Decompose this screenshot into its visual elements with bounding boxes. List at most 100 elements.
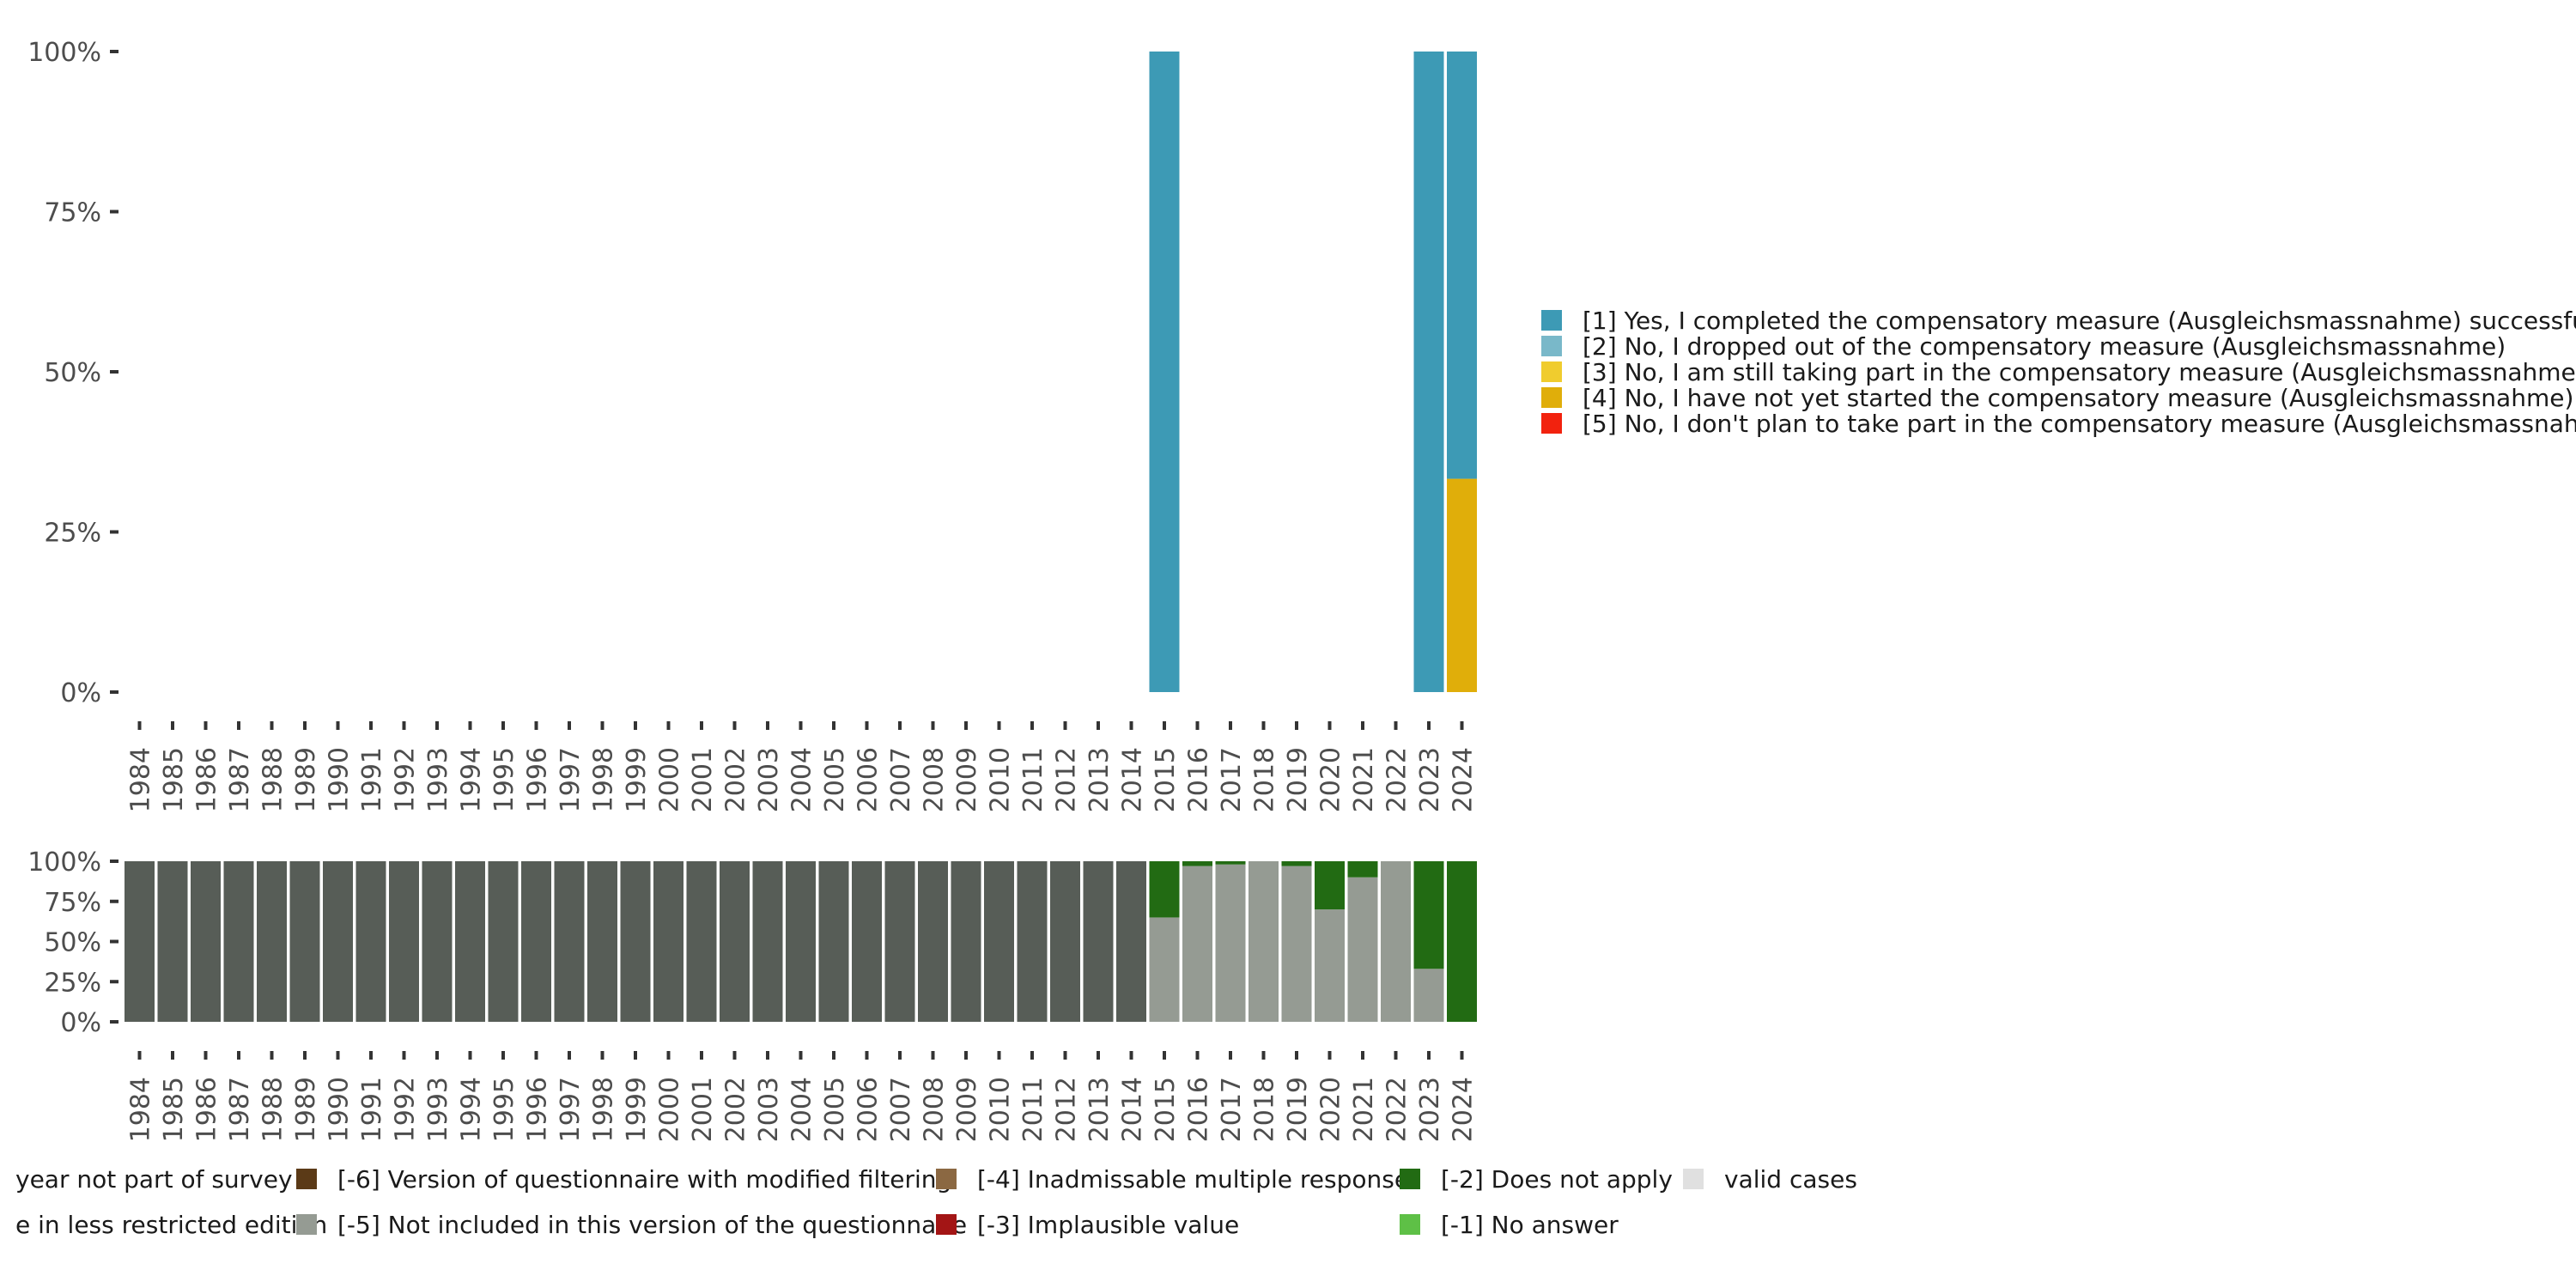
bar-segment: [686, 861, 717, 1022]
bar-segment: [918, 861, 948, 1022]
legend-label: [-1] No answer: [1441, 1211, 1619, 1239]
legend-label: e in less restricted edition: [15, 1211, 327, 1239]
x-tick-label: 2012: [1052, 747, 1082, 812]
legend-label: [3] No, I am still taking part in the co…: [1583, 358, 2576, 386]
bar-segment: [951, 861, 981, 1022]
x-tick-label: 2020: [1316, 747, 1346, 812]
bar-segment: [1447, 478, 1477, 692]
bar-segment: [620, 861, 651, 1022]
x-tick-label: 1984: [126, 747, 156, 812]
x-tick-label: 2011: [1018, 747, 1048, 812]
y-tick-label: 25%: [44, 968, 101, 998]
x-tick-label: 1988: [258, 1077, 289, 1142]
x-tick-label: 2019: [1283, 1077, 1313, 1142]
bar-segment: [1281, 866, 1312, 1022]
x-tick-label: 2009: [952, 747, 982, 812]
x-tick-label: 2012: [1052, 1077, 1082, 1142]
bar-segment: [1215, 861, 1246, 865]
x-tick-label: 2024: [1449, 1077, 1479, 1142]
legend-swatch: [1400, 1169, 1420, 1189]
bar-segment: [1050, 861, 1080, 1022]
bar-segment: [1149, 917, 1180, 1022]
x-tick-label: 2017: [1217, 747, 1247, 812]
x-tick-label: 1985: [159, 747, 189, 812]
x-tick-label: 1993: [423, 1077, 453, 1142]
x-tick-label: 2003: [754, 747, 784, 812]
x-tick-label: 2000: [655, 1077, 685, 1142]
x-tick-label: 1985: [159, 1077, 189, 1142]
x-tick-label: 2001: [688, 1077, 718, 1142]
bar-segment: [389, 861, 419, 1022]
x-tick-label: 2011: [1018, 1077, 1048, 1142]
y-tick-label: 25%: [44, 519, 101, 549]
x-tick-label: 2021: [1349, 1077, 1379, 1142]
bar-segment: [1413, 861, 1444, 969]
x-tick-label: 1987: [225, 1077, 255, 1142]
x-tick-label: 1998: [589, 1077, 619, 1142]
bar-segment: [191, 861, 221, 1022]
bar-segment: [323, 861, 353, 1022]
x-tick-label: 1992: [391, 747, 421, 812]
x-tick-label: 1997: [556, 1077, 586, 1142]
legend-swatch: [296, 1169, 317, 1189]
bar-segment: [1413, 52, 1444, 692]
x-tick-label: 2006: [854, 747, 884, 812]
x-tick-label: 2023: [1415, 747, 1445, 812]
x-tick-label: 1999: [622, 747, 652, 812]
x-tick-label: 2016: [1184, 747, 1214, 812]
bar-segment: [1017, 861, 1048, 1022]
y-tick-label: 75%: [44, 198, 101, 228]
x-tick-label: 1996: [523, 747, 553, 812]
bar-segment: [1249, 861, 1279, 1022]
x-tick-label: 1999: [622, 1077, 652, 1142]
x-tick-label: 2005: [820, 747, 850, 812]
bar-segment: [852, 861, 882, 1022]
x-tick-label: 2013: [1084, 1077, 1115, 1142]
legend-swatch: [1400, 1214, 1420, 1235]
valid-responses-legend: [1] Yes, I completed the compensatory me…: [1541, 307, 2576, 438]
x-tick-label: 2000: [655, 747, 685, 812]
bar-segment: [1149, 52, 1180, 692]
legend-label: [-3] Implausible value: [977, 1211, 1239, 1239]
legend-swatch: [1541, 387, 1562, 408]
bar-segment: [554, 861, 585, 1022]
bar-segment: [455, 861, 485, 1022]
bar-segment: [422, 861, 453, 1022]
x-tick-label: 1989: [291, 747, 321, 812]
x-tick-label: 1991: [357, 1077, 387, 1142]
bar-segment: [355, 861, 386, 1022]
y-tick-label: 100%: [27, 38, 101, 68]
x-tick-label: 2015: [1151, 747, 1181, 812]
bar-segment: [984, 861, 1014, 1022]
bar-segment: [1116, 861, 1146, 1022]
bar-segment: [223, 861, 254, 1022]
x-tick-label: 2008: [920, 747, 950, 812]
bar-segment: [1381, 861, 1411, 1022]
x-tick-label: 1989: [291, 1077, 321, 1142]
x-tick-label: 2010: [986, 747, 1016, 812]
bar-segment: [1347, 861, 1378, 878]
legend-label: [5] No, I don't plan to take part in the…: [1583, 410, 2576, 438]
x-tick-label: 2001: [688, 747, 718, 812]
legend-swatch: [936, 1169, 957, 1189]
legend-label: [2] No, I dropped out of the compensator…: [1583, 332, 2506, 361]
bar-segment: [1447, 861, 1477, 1022]
x-tick-label: 1994: [457, 1077, 487, 1142]
x-tick-label: 2007: [886, 1077, 916, 1142]
x-tick-label: 1998: [589, 747, 619, 812]
x-tick-label: 1986: [192, 1077, 222, 1142]
bar-segment: [818, 861, 849, 1022]
x-tick-label: 2018: [1250, 747, 1280, 812]
legend-label: [-5] Not included in this version of the…: [337, 1211, 967, 1239]
legend-swatch: [1541, 361, 1562, 382]
y-tick-label: 50%: [44, 358, 101, 388]
x-tick-label: 2010: [986, 1077, 1016, 1142]
x-tick-label: 2021: [1349, 747, 1379, 812]
bar-segment: [1149, 861, 1180, 918]
bar-segment: [1281, 861, 1312, 866]
bar-segment: [488, 861, 519, 1022]
x-tick-label: 1991: [357, 747, 387, 812]
x-tick-label: 1995: [489, 747, 519, 812]
x-tick-label: 2014: [1118, 747, 1148, 812]
